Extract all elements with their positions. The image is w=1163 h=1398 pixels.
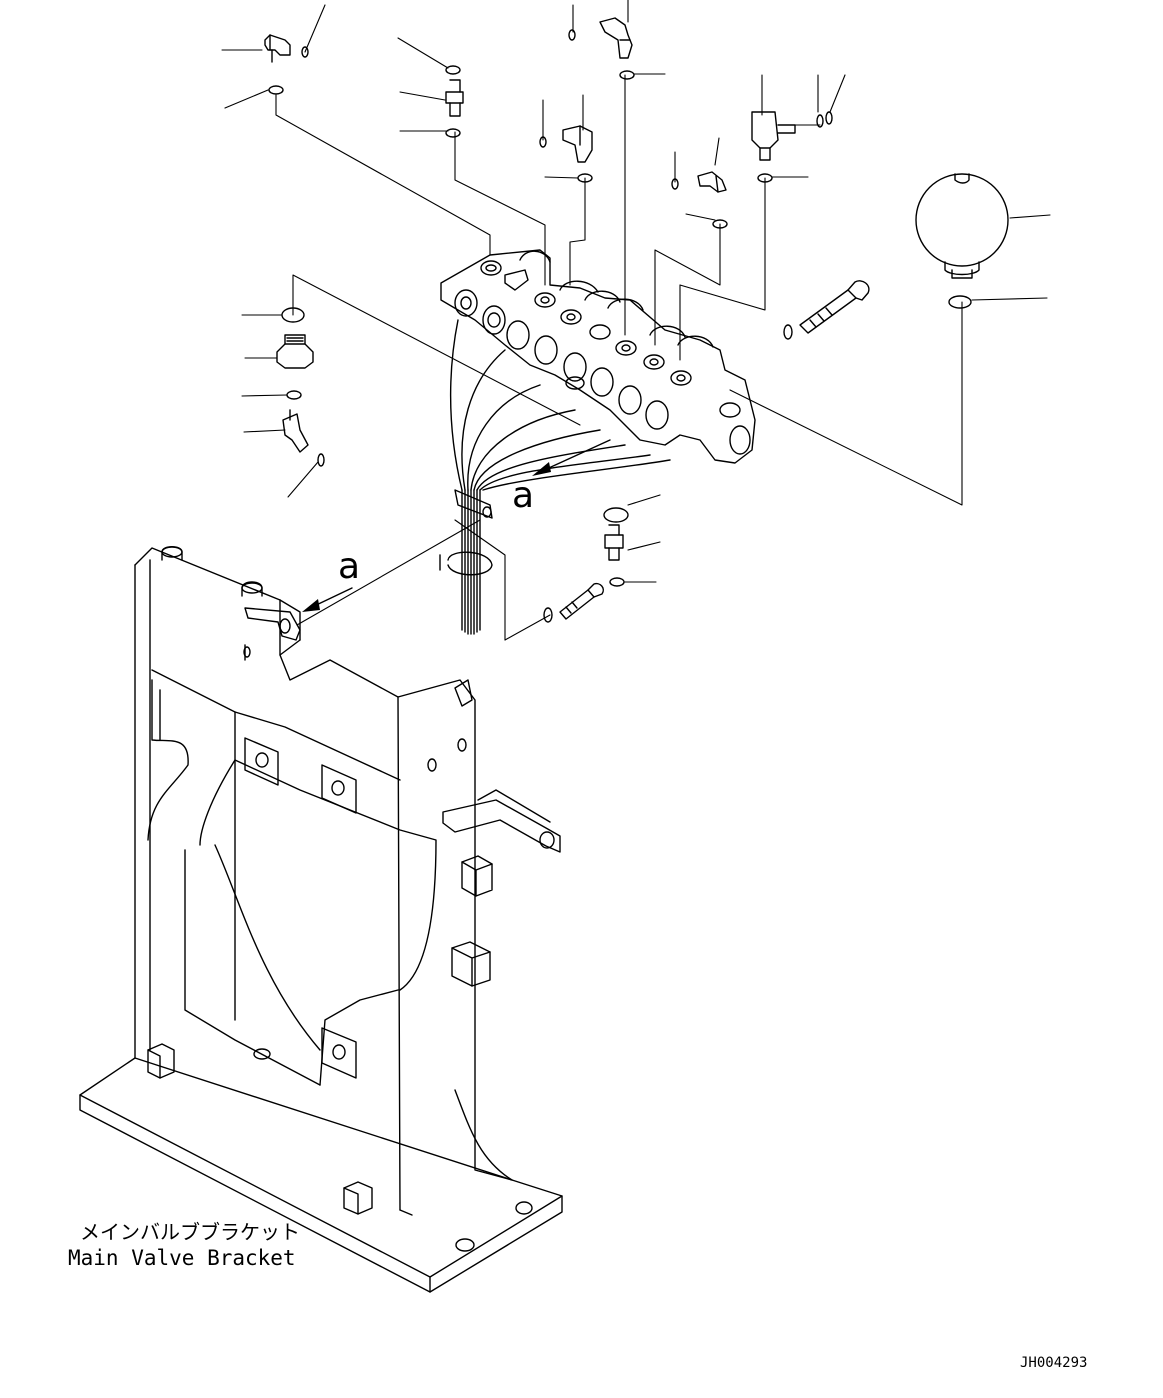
accumulator-sphere-icon bbox=[915, 173, 1009, 279]
wire-harness bbox=[439, 319, 671, 635]
arrow-head-upper bbox=[532, 462, 551, 476]
bracket-label-en: Main Valve Bracket bbox=[68, 1246, 296, 1270]
fittings-and-seals bbox=[264, 17, 972, 623]
drawing-code: JH004293 bbox=[1020, 1355, 1087, 1371]
main-valve-bracket bbox=[79, 546, 563, 1293]
leader-lines bbox=[221, 0, 1051, 641]
callout-letter-lower: a bbox=[338, 546, 360, 587]
solenoid-valve-block bbox=[440, 249, 756, 464]
arrow-head-lower bbox=[302, 599, 320, 612]
bracket-label-jp: メインバルブブラケット bbox=[80, 1220, 300, 1244]
callout-letter-upper: a bbox=[512, 475, 534, 516]
